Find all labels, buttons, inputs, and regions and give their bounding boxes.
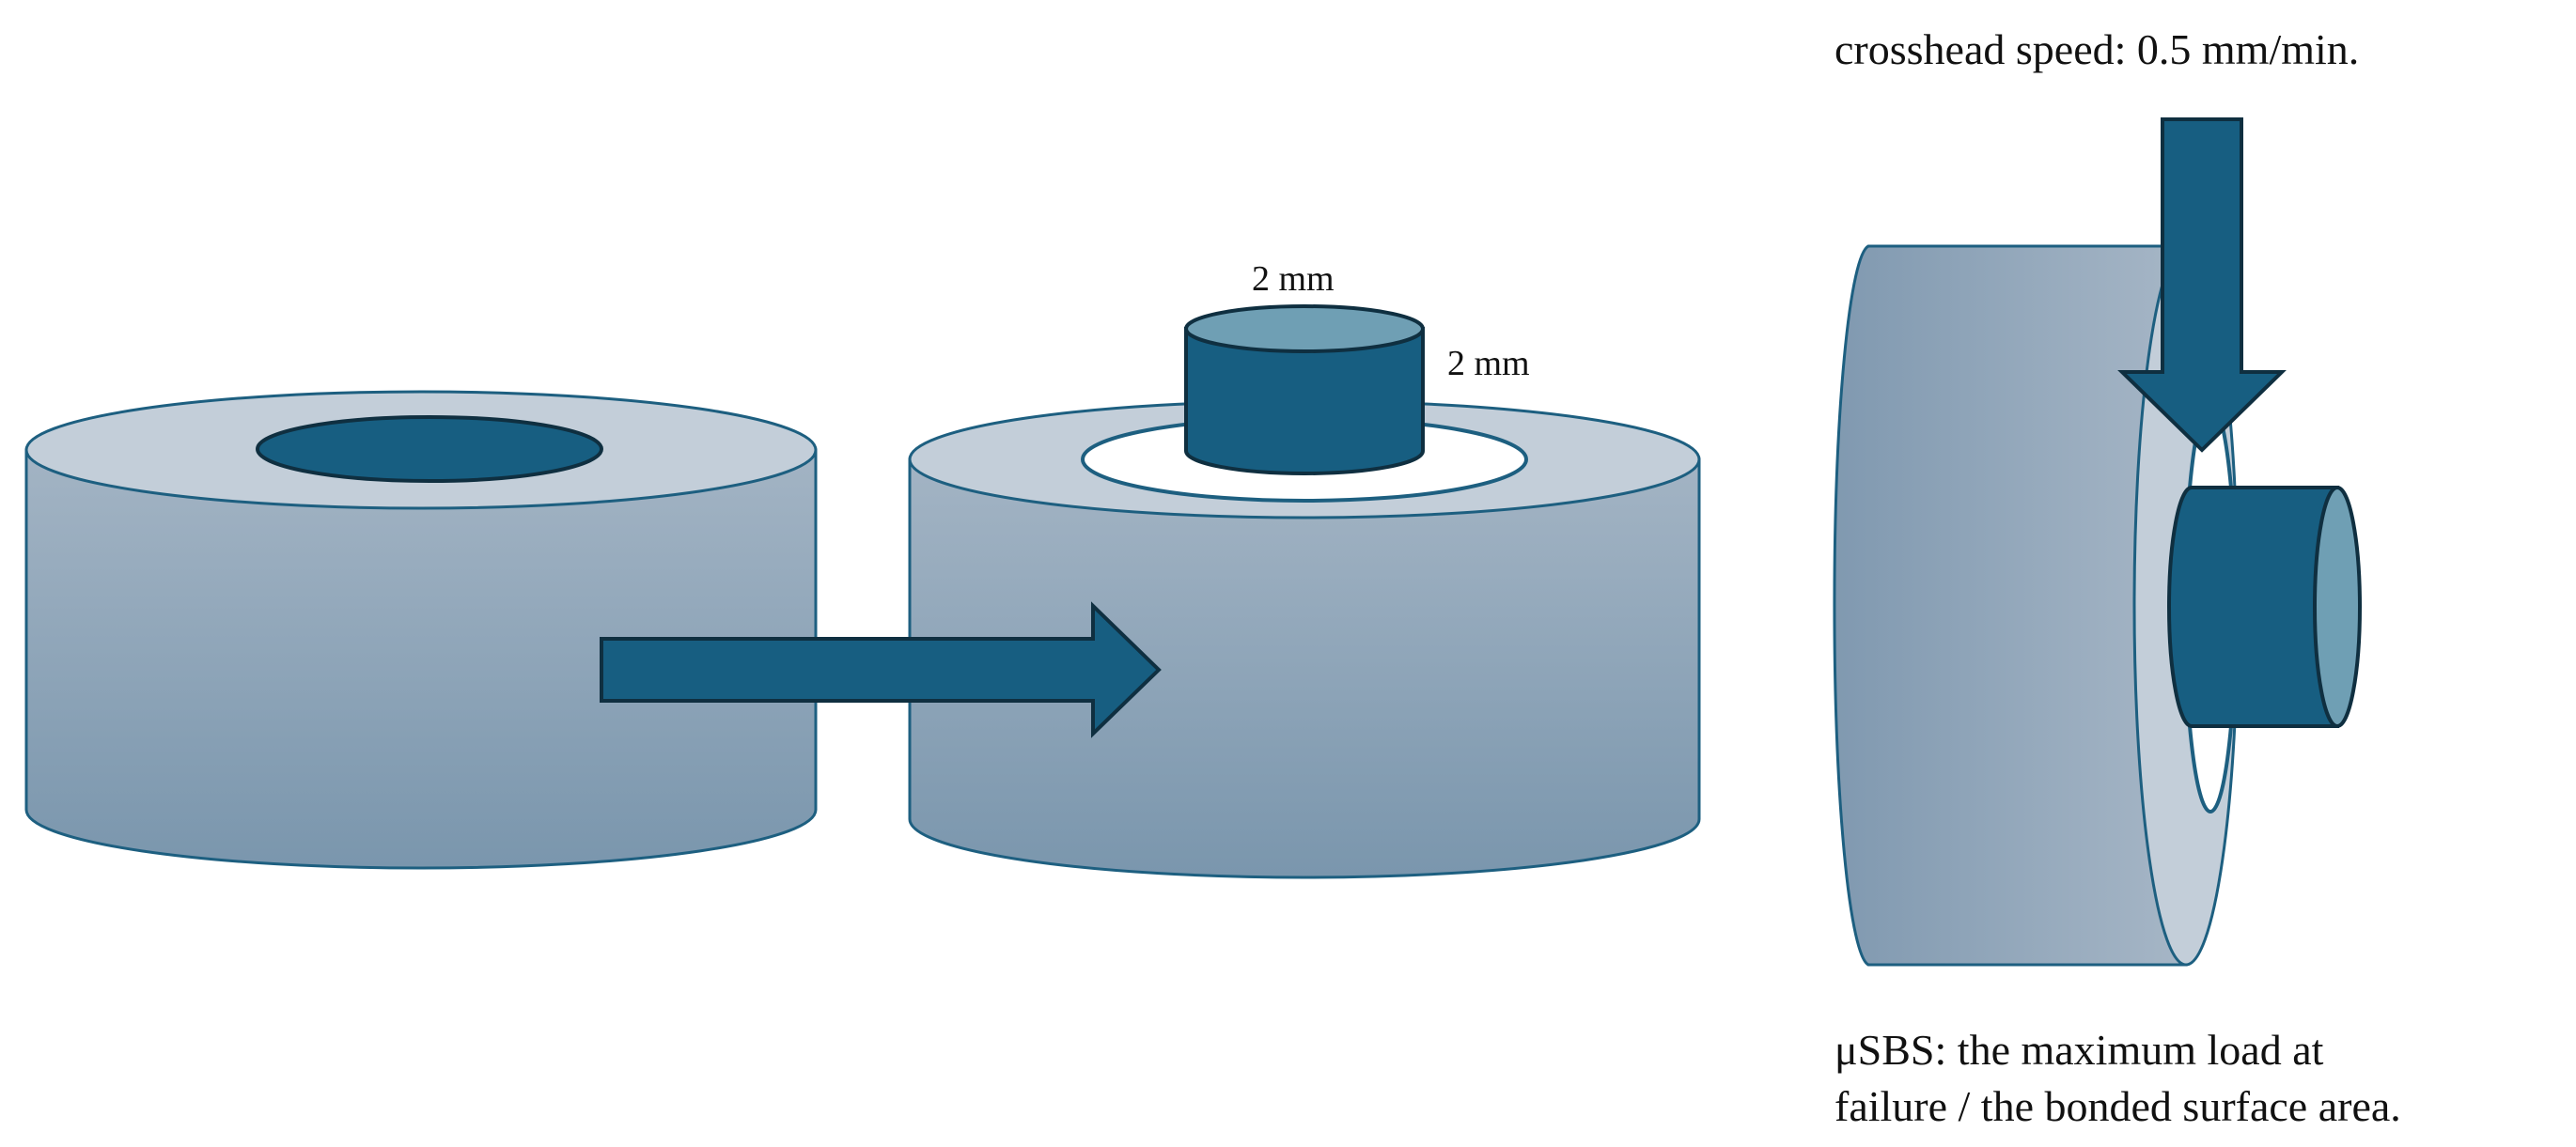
crosshead-speed-label: crosshead speed: 0.5 mm/min. (1834, 25, 2360, 73)
composite-cylinder-side (1184, 327, 1425, 475)
load-arrow (2117, 117, 2287, 453)
composite-cylinder-horizontal (2167, 486, 2339, 728)
shear-test-setup (1833, 117, 2362, 967)
block-2-side (908, 457, 1701, 879)
usbs-formula-line-2: failure / the bonded surface area. (1834, 1082, 2401, 1130)
composite-cylinder-end (2313, 486, 2362, 728)
cylinder-height-label: 2 mm (1447, 344, 1530, 383)
block-with-composite-cylinder (908, 304, 1701, 879)
drilled-resin-block (24, 390, 818, 870)
composite-cylinder-top (1184, 304, 1425, 353)
block-1-hole (256, 415, 603, 483)
cylinder-diameter-label: 2 mm (1252, 259, 1335, 299)
block-3-side (1833, 244, 2188, 967)
block-1-side (24, 448, 818, 870)
process-arrow (600, 601, 1162, 738)
usbs-formula-line-1: μSBS: the maximum load at (1834, 1026, 2324, 1074)
